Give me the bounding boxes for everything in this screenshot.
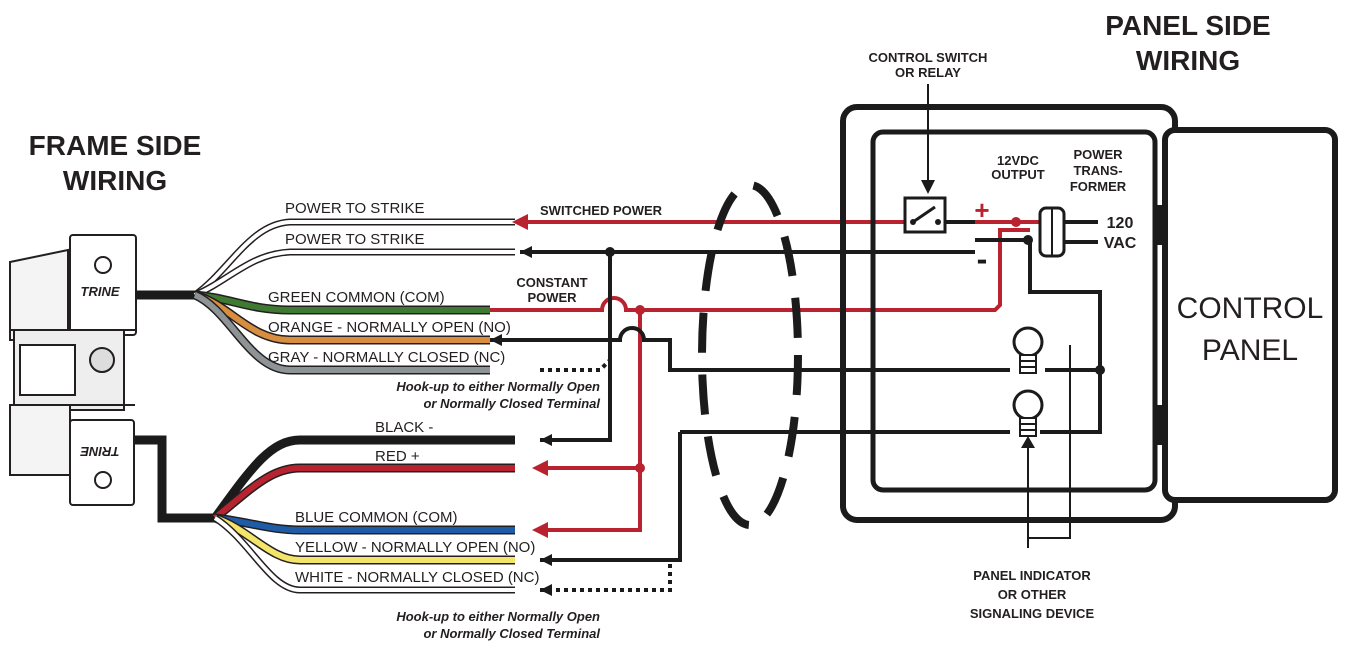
dc-output-label-line1: 12VDC bbox=[997, 153, 1040, 168]
transformer-label-line3: FORMER bbox=[1070, 179, 1127, 194]
power-transformer-icon bbox=[1038, 206, 1098, 258]
wire-label-green-common: GREEN COMMON (COM) bbox=[268, 289, 445, 306]
wire-label-orange-no: ORANGE - NORMALLY OPEN (NO) bbox=[268, 319, 511, 336]
junction-dots bbox=[605, 217, 1105, 473]
control-switch-icon bbox=[903, 196, 975, 234]
enclosure-inner bbox=[870, 129, 1158, 493]
strike-brand-bottom: TRINE bbox=[80, 444, 119, 459]
wire-label-white-nc: WHITE - NORMALLY CLOSED (NC) bbox=[295, 569, 539, 586]
indicator-bulb-icon bbox=[1012, 326, 1044, 374]
wire-label-power-to-strike-2: POWER TO STRIKE bbox=[285, 231, 424, 248]
indicator-bulb-icon-2 bbox=[1012, 389, 1044, 437]
transformer-label-line2: TRANS- bbox=[1073, 163, 1122, 178]
frame-side-title-line2: WIRING bbox=[63, 165, 167, 196]
switched-power-label: SWITCHED POWER bbox=[540, 203, 663, 218]
panel-terminal-lower bbox=[1155, 405, 1167, 445]
hookup-note-top-line1: Hook-up to either Normally Open bbox=[396, 379, 600, 394]
wire-label-black: BLACK - bbox=[375, 419, 433, 436]
transformer-label-line1: POWER bbox=[1073, 147, 1123, 162]
electric-strike bbox=[9, 234, 137, 506]
black-arrowheads bbox=[490, 246, 552, 596]
top-wire-fan bbox=[192, 218, 515, 375]
control-panel-label-line1: CONTROL bbox=[1177, 292, 1324, 325]
indicator-callout-branch bbox=[1028, 345, 1071, 539]
bottom-cable-jacket bbox=[135, 435, 215, 523]
dc-output-label-line2: OUTPUT bbox=[991, 167, 1045, 182]
constant-power-label-line2: POWER bbox=[527, 290, 577, 305]
panel-side-title-line1: PANEL SIDE bbox=[1105, 10, 1270, 41]
wire-label-power-to-strike-1: POWER TO STRIKE bbox=[285, 200, 424, 217]
polarity-minus: - bbox=[977, 241, 988, 277]
control-switch-label-line1: CONTROL SWITCH bbox=[869, 50, 988, 65]
hookup-note-top-line2: or Normally Closed Terminal bbox=[423, 396, 600, 411]
ac-input-label-line2: VAC bbox=[1104, 235, 1137, 252]
wire-label-yellow-no: YELLOW - NORMALLY OPEN (NO) bbox=[295, 539, 535, 556]
wire-label-red: RED + bbox=[375, 448, 420, 465]
hookup-note-bottom-line1: Hook-up to either Normally Open bbox=[396, 609, 600, 624]
bottom-wire-fan bbox=[211, 435, 515, 594]
panel-indicator-label-line2: OR OTHER bbox=[998, 587, 1067, 602]
field-wiring-ellipse bbox=[698, 181, 802, 529]
wire-label-gray-nc: GRAY - NORMALLY CLOSED (NC) bbox=[268, 349, 505, 366]
panel-terminal-upper bbox=[1155, 205, 1167, 245]
control-panel-box bbox=[1162, 127, 1338, 503]
panel-indicator-label-line1: PANEL INDICATOR bbox=[973, 568, 1091, 583]
nc-dotted-jumpers bbox=[540, 358, 672, 592]
common-connections bbox=[490, 238, 1102, 562]
panel-indicator-label-line3: SIGNALING DEVICE bbox=[970, 606, 1095, 621]
indicator-callout-arrow bbox=[1021, 436, 1035, 448]
power-connections bbox=[490, 214, 1040, 538]
panel-side-title-line2: WIRING bbox=[1136, 45, 1240, 76]
control-switch-label-line2: OR RELAY bbox=[895, 65, 961, 80]
switch-callout-arrow bbox=[921, 180, 935, 194]
frame-side-title-line1: FRAME SIDE bbox=[29, 130, 202, 161]
wire-label-blue-common: BLUE COMMON (COM) bbox=[295, 509, 458, 526]
strike-brand-top: TRINE bbox=[81, 284, 120, 299]
hookup-note-bottom-line2: or Normally Closed Terminal bbox=[423, 626, 600, 641]
control-panel-label-line2: PANEL bbox=[1202, 334, 1298, 367]
ac-input-label-line1: 120 bbox=[1107, 215, 1134, 232]
constant-power-label-line1: CONSTANT bbox=[516, 275, 587, 290]
polarity-plus: + bbox=[974, 195, 989, 225]
